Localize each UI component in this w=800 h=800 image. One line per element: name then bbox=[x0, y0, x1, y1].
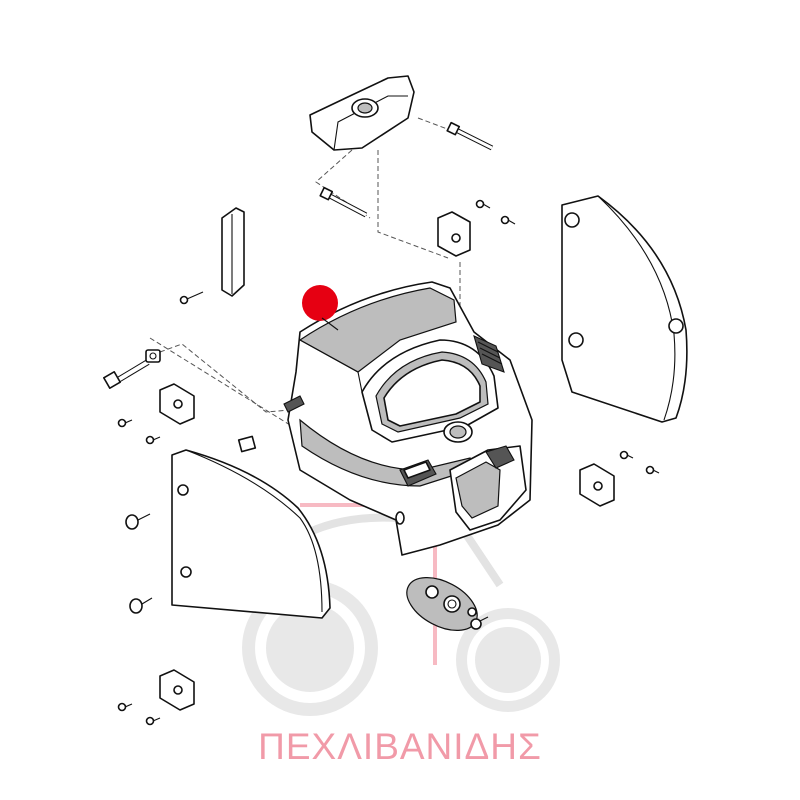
plate-screw bbox=[470, 616, 489, 630]
long-bolt-middle bbox=[319, 186, 368, 218]
screw bbox=[500, 215, 516, 225]
clip-bracket-upper-right bbox=[437, 211, 471, 257]
clip-bracket-lower-left bbox=[159, 669, 195, 711]
hex-bolt-left bbox=[103, 359, 150, 389]
vertical-flat-bracket bbox=[221, 207, 245, 297]
small-screws bbox=[117, 199, 660, 726]
screw bbox=[145, 716, 161, 726]
screw bbox=[645, 465, 660, 475]
side-cover-knob-upper bbox=[125, 513, 151, 530]
clip-bracket-right bbox=[579, 463, 615, 507]
screw bbox=[117, 418, 133, 428]
screw bbox=[179, 291, 204, 305]
watermark-brand-text: ΠΕΧΛΙΒΑΝΙΔΗΣ bbox=[258, 726, 542, 767]
clip-bracket-left bbox=[159, 383, 195, 425]
tractor-front-wheel bbox=[456, 608, 560, 712]
callout-leader bbox=[321, 317, 339, 331]
right-side-cover bbox=[561, 195, 688, 423]
screw bbox=[475, 199, 491, 209]
callout-marker bbox=[302, 285, 338, 321]
dashboard-housing bbox=[283, 281, 533, 556]
long-bolt-upper bbox=[446, 121, 494, 151]
top-mounting-bracket bbox=[309, 75, 415, 151]
screw bbox=[117, 702, 133, 712]
square-nut bbox=[237, 435, 257, 453]
hex-nut-left bbox=[145, 349, 161, 363]
screw bbox=[619, 450, 634, 460]
washer bbox=[467, 607, 477, 617]
side-cover-knob-lower bbox=[129, 597, 153, 614]
screw bbox=[145, 435, 161, 445]
watermark-tractor-logo bbox=[242, 503, 560, 716]
left-side-cover bbox=[171, 449, 331, 619]
